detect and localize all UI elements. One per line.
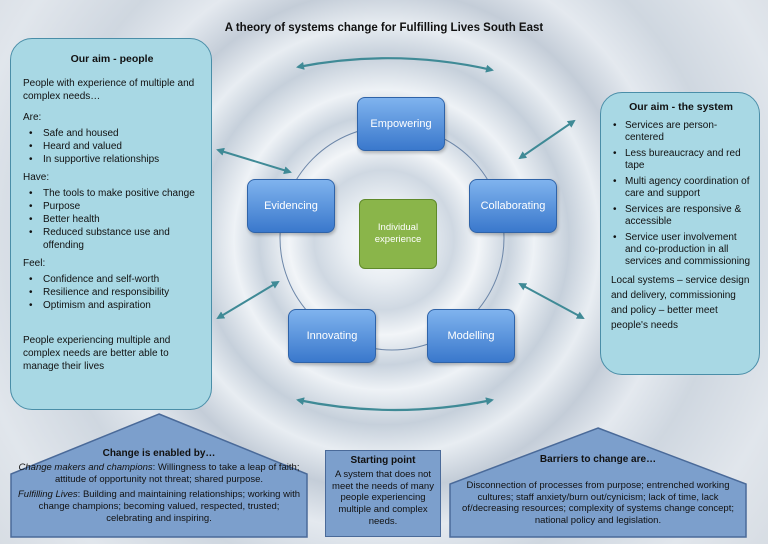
arrow-top (296, 57, 494, 73)
list-item: Purpose (23, 200, 201, 213)
arrow-left-upper (216, 147, 292, 175)
list-item: Optimism and aspiration (23, 299, 201, 312)
have-list: The tools to make positive change Purpos… (23, 187, 201, 252)
enabled-heading: Change is enabled by… (102, 448, 216, 459)
feel-label: Feel: (23, 257, 46, 269)
list-item: Reduced substance use and offending (23, 226, 201, 252)
are-list: Safe and housed Heard and valued In supp… (23, 127, 201, 166)
starting-heading: Starting point (350, 455, 416, 466)
have-label: Have: (23, 171, 50, 183)
aim-people-conclusion: People experiencing multiple and complex… (23, 334, 171, 372)
arrow-right-upper (518, 119, 576, 160)
enabled-line-2-text: : Building and maintaining relationships… (38, 489, 300, 524)
aim-people-heading: Our aim - people (70, 53, 154, 65)
node-evidencing: Evidencing (247, 179, 335, 233)
enabled-line-1-label: Change makers and champions (18, 462, 153, 474)
aim-system-heading: Our aim - the system (629, 101, 733, 113)
list-item: Confidence and self-worth (23, 273, 201, 286)
enabled-shape (10, 413, 308, 538)
list-item: Safe and housed (23, 127, 201, 140)
list-item: Resilience and responsibility (23, 286, 201, 299)
aim-system-conclusion: Local systems – service design and deliv… (611, 274, 750, 331)
are-label: Are: (23, 111, 42, 123)
enabled-line-2: Fulfilling Lives: Building and maintaini… (17, 489, 301, 524)
page-title: A theory of systems change for Fulfillin… (224, 22, 544, 34)
arrow-left-lower (216, 280, 280, 320)
starting-point-box: Starting point A system that does not me… (325, 450, 441, 537)
aim-people-panel: Our aim - people People with experience … (10, 38, 212, 410)
node-modelling: Modelling (427, 309, 515, 363)
node-collaborating: Collaborating (469, 179, 557, 233)
list-item: Better health (23, 213, 201, 226)
list-item: Multi agency coordination of care and su… (611, 176, 751, 200)
node-individual-experience: Individual experience (359, 199, 437, 269)
list-item: Service user involvement and co-producti… (611, 232, 751, 268)
starting-text: A system that does not meet the needs of… (332, 469, 434, 527)
list-item: The tools to make positive change (23, 187, 201, 200)
list-item: In supportive relationships (23, 153, 201, 166)
list-item: Services are person-centered (611, 120, 751, 144)
node-empowering: Empowering (357, 97, 445, 151)
barriers-box: Barriers to change are… Disconnection of… (450, 448, 746, 537)
enabled-line-1: Change makers and champions: Willingness… (17, 462, 301, 485)
system-list: Services are person-centered Less bureau… (611, 120, 751, 268)
feel-list: Confidence and self-worth Resilience and… (23, 273, 201, 312)
barriers-shape (449, 427, 747, 538)
barriers-heading: Barriers to change are… (539, 454, 657, 465)
arrow-right-lower (518, 283, 585, 319)
enabled-box: Change is enabled by… Change makers and … (11, 440, 307, 537)
aim-system-panel: Our aim - the system Services are person… (600, 92, 760, 375)
arrow-bottom (296, 397, 494, 412)
list-item: Services are responsive & accessible (611, 204, 751, 228)
aim-people-intro: People with experience of multiple and c… (23, 77, 195, 102)
enabled-line-1-text: : Willingness to take a leap of faith; a… (54, 462, 300, 485)
list-item: Heard and valued (23, 140, 201, 153)
node-innovating: Innovating (288, 309, 376, 363)
list-item: Less bureaucracy and red tape (611, 148, 751, 172)
enabled-line-2-label: Fulfilling Lives (18, 489, 78, 501)
barriers-text: Disconnection of processes from purpose;… (462, 480, 734, 526)
